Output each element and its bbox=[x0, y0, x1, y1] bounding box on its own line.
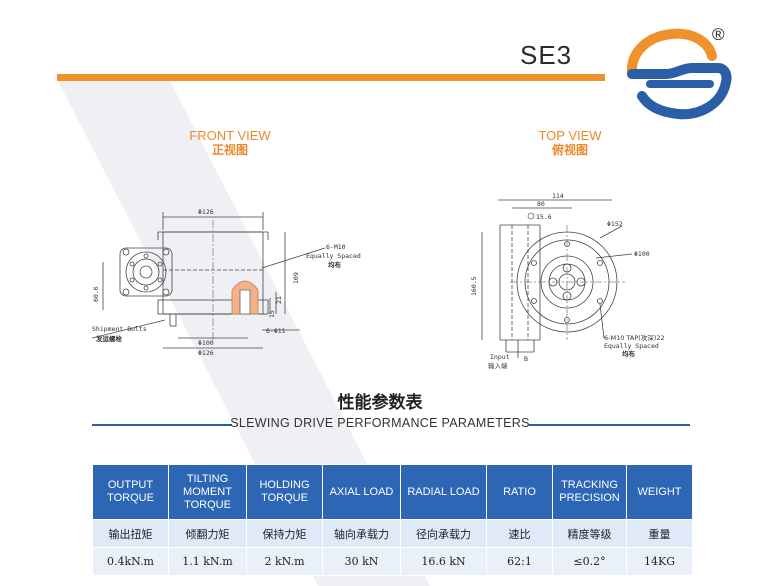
table-cell: 30 kN bbox=[322, 547, 401, 576]
note-shipment-bolts: Shipment Bolts bbox=[92, 325, 147, 333]
table-cell: 保持力矩 bbox=[246, 519, 323, 548]
company-logo: ® bbox=[626, 25, 732, 120]
top-view-label-cn: 俯视图 bbox=[551, 143, 588, 157]
note-tap: 6-M10 TAP(攻深)22 bbox=[604, 333, 665, 342]
table-cell: 16.6 kN bbox=[400, 547, 487, 576]
dim-bottom-dia-100: Φ100 bbox=[198, 339, 214, 347]
front-view-label-cn: 正视图 bbox=[211, 143, 248, 157]
registered-mark: ® bbox=[712, 25, 725, 44]
note-input: Input bbox=[490, 353, 510, 361]
header-weight: WEIGHT bbox=[626, 464, 693, 520]
header-accent-bar bbox=[57, 74, 605, 81]
dim-109: 109 bbox=[292, 272, 300, 284]
dim-top-dia: Φ126 bbox=[198, 208, 214, 216]
dim-60-6: 60.6 bbox=[92, 286, 100, 302]
table-row-cn-labels: 输出扭矩 倾翻力矩 保持力矩 轴向承载力 径向承载力 速比 精度等级 重量 bbox=[92, 519, 693, 548]
note-tap-cn: 均布 bbox=[622, 349, 636, 358]
table-cell: 1.1 kN.m bbox=[168, 547, 247, 576]
dim-15: 15 bbox=[268, 310, 276, 318]
title-rule-right bbox=[528, 424, 690, 426]
dim-dia-15-6: 15.6 bbox=[536, 213, 552, 221]
dim-21: 21 bbox=[275, 296, 283, 304]
front-view-label-en: FRONT VIEW bbox=[189, 128, 271, 143]
dim-dia-100: Φ100 bbox=[634, 250, 650, 258]
front-view-label: FRONT VIEW 正视图 bbox=[170, 128, 290, 158]
dim-width-80: 80 bbox=[537, 200, 545, 208]
page-title: SE3 bbox=[520, 40, 573, 70]
table-cell: 输出扭矩 bbox=[92, 519, 169, 548]
table-cell: 倾翻力矩 bbox=[168, 519, 247, 548]
note-shipment-bolts-cn: 发运螺栓 bbox=[95, 334, 123, 343]
top-view-label-en: TOP VIEW bbox=[538, 128, 602, 143]
parameters-title-cn: 性能参数表 bbox=[337, 393, 423, 413]
table-cell: 轴向承载力 bbox=[322, 519, 401, 548]
note-6-m10: 6-M10 bbox=[326, 243, 346, 251]
top-view-drawing bbox=[481, 199, 633, 358]
table-row-values: 0.4kN.m 1.1 kN.m 2 kN.m 30 kN 16.6 kN 62… bbox=[92, 547, 693, 576]
note-equally-spaced-cn: 均布 bbox=[328, 260, 342, 269]
header-axial-load: AXIAL LOAD bbox=[322, 464, 401, 520]
table-cell: 14KG bbox=[626, 547, 693, 576]
note-equally-spaced: Equally Spaced bbox=[306, 252, 361, 260]
table-cell: 0.4kN.m bbox=[92, 547, 169, 576]
parameters-title-en: SLEWING DRIVE PERFORMANCE PARAMETERS bbox=[230, 416, 530, 430]
table-cell: 速比 bbox=[486, 519, 553, 548]
front-view-drawing bbox=[91, 212, 326, 349]
table-cell: ≤0.2° bbox=[552, 547, 627, 576]
label-b: B bbox=[524, 355, 528, 363]
note-tap-equally-spaced: Equally Spaced bbox=[604, 342, 659, 350]
top-view-label: TOP VIEW 俯视图 bbox=[510, 128, 630, 158]
dim-bottom-dia-126: Φ126 bbox=[198, 349, 214, 357]
header-ratio: RATIO bbox=[486, 464, 553, 520]
dim-width-114: 114 bbox=[552, 192, 564, 200]
table-cell: 重量 bbox=[626, 519, 693, 548]
table-cell: 62:1 bbox=[486, 547, 553, 576]
table-cell: 径向承载力 bbox=[400, 519, 487, 548]
table-cell: 2 kN.m bbox=[246, 547, 323, 576]
dim-height-160-5: 160.5 bbox=[470, 276, 478, 296]
title-rule-left bbox=[92, 424, 232, 426]
dim-dia-152: Φ152 bbox=[607, 220, 623, 228]
header-radial-load: RADIAL LOAD bbox=[400, 464, 487, 520]
dim-6-phi-11: 6-Φ11 bbox=[266, 327, 286, 335]
table-cell: 精度等级 bbox=[552, 519, 627, 548]
note-input-cn: 输入端 bbox=[488, 361, 508, 370]
